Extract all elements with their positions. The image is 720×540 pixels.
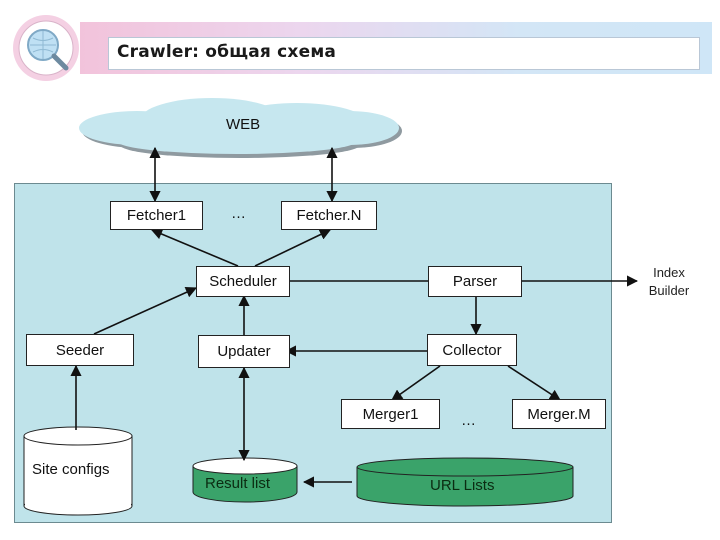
site-configs-label: Site configs (32, 461, 110, 478)
title-box: Crawler: общая схема (108, 37, 700, 70)
result-list-label: Result list (205, 475, 271, 492)
collector-box: Collector (427, 334, 517, 366)
seeder-label: Seeder (55, 341, 105, 359)
index-builder-line1: Index (653, 265, 685, 280)
merger-ellipsis: … (461, 412, 476, 429)
seeder-box: Seeder (26, 334, 134, 366)
fetcher-ellipsis: … (231, 205, 246, 222)
url-lists-cylinder (356, 457, 574, 507)
fetcher1-box: Fetcher1 (110, 201, 203, 230)
url-lists-label: URL Lists (430, 477, 495, 494)
collector-label: Collector (442, 341, 502, 359)
fetcher1-label: Fetcher1 (126, 207, 187, 224)
page-title: Crawler: общая схема (117, 42, 337, 62)
scheduler-label: Scheduler (209, 273, 277, 290)
index-builder-line2: Builder (648, 283, 690, 298)
merger1-box: Merger1 (341, 399, 440, 429)
scheduler-box: Scheduler (196, 266, 290, 297)
fetcherN-label: Fetcher.N (296, 207, 362, 224)
web-cloud (79, 98, 402, 158)
result-list-cylinder (192, 457, 298, 503)
web-label: WEB (226, 116, 261, 133)
parser-box: Parser (428, 266, 522, 297)
index-builder-label: Index Builder (637, 264, 701, 300)
magnifier-globe-icon (13, 15, 79, 81)
site-configs-cylinder (23, 426, 133, 516)
fetcherN-box: Fetcher.N (281, 201, 377, 230)
mergerM-box: Merger.M (512, 399, 606, 429)
parser-label: Parser (452, 273, 498, 290)
updater-label: Updater (217, 343, 271, 360)
mergerM-label: Merger.M (527, 405, 591, 423)
updater-box: Updater (198, 335, 290, 368)
merger1-label: Merger1 (362, 405, 419, 423)
